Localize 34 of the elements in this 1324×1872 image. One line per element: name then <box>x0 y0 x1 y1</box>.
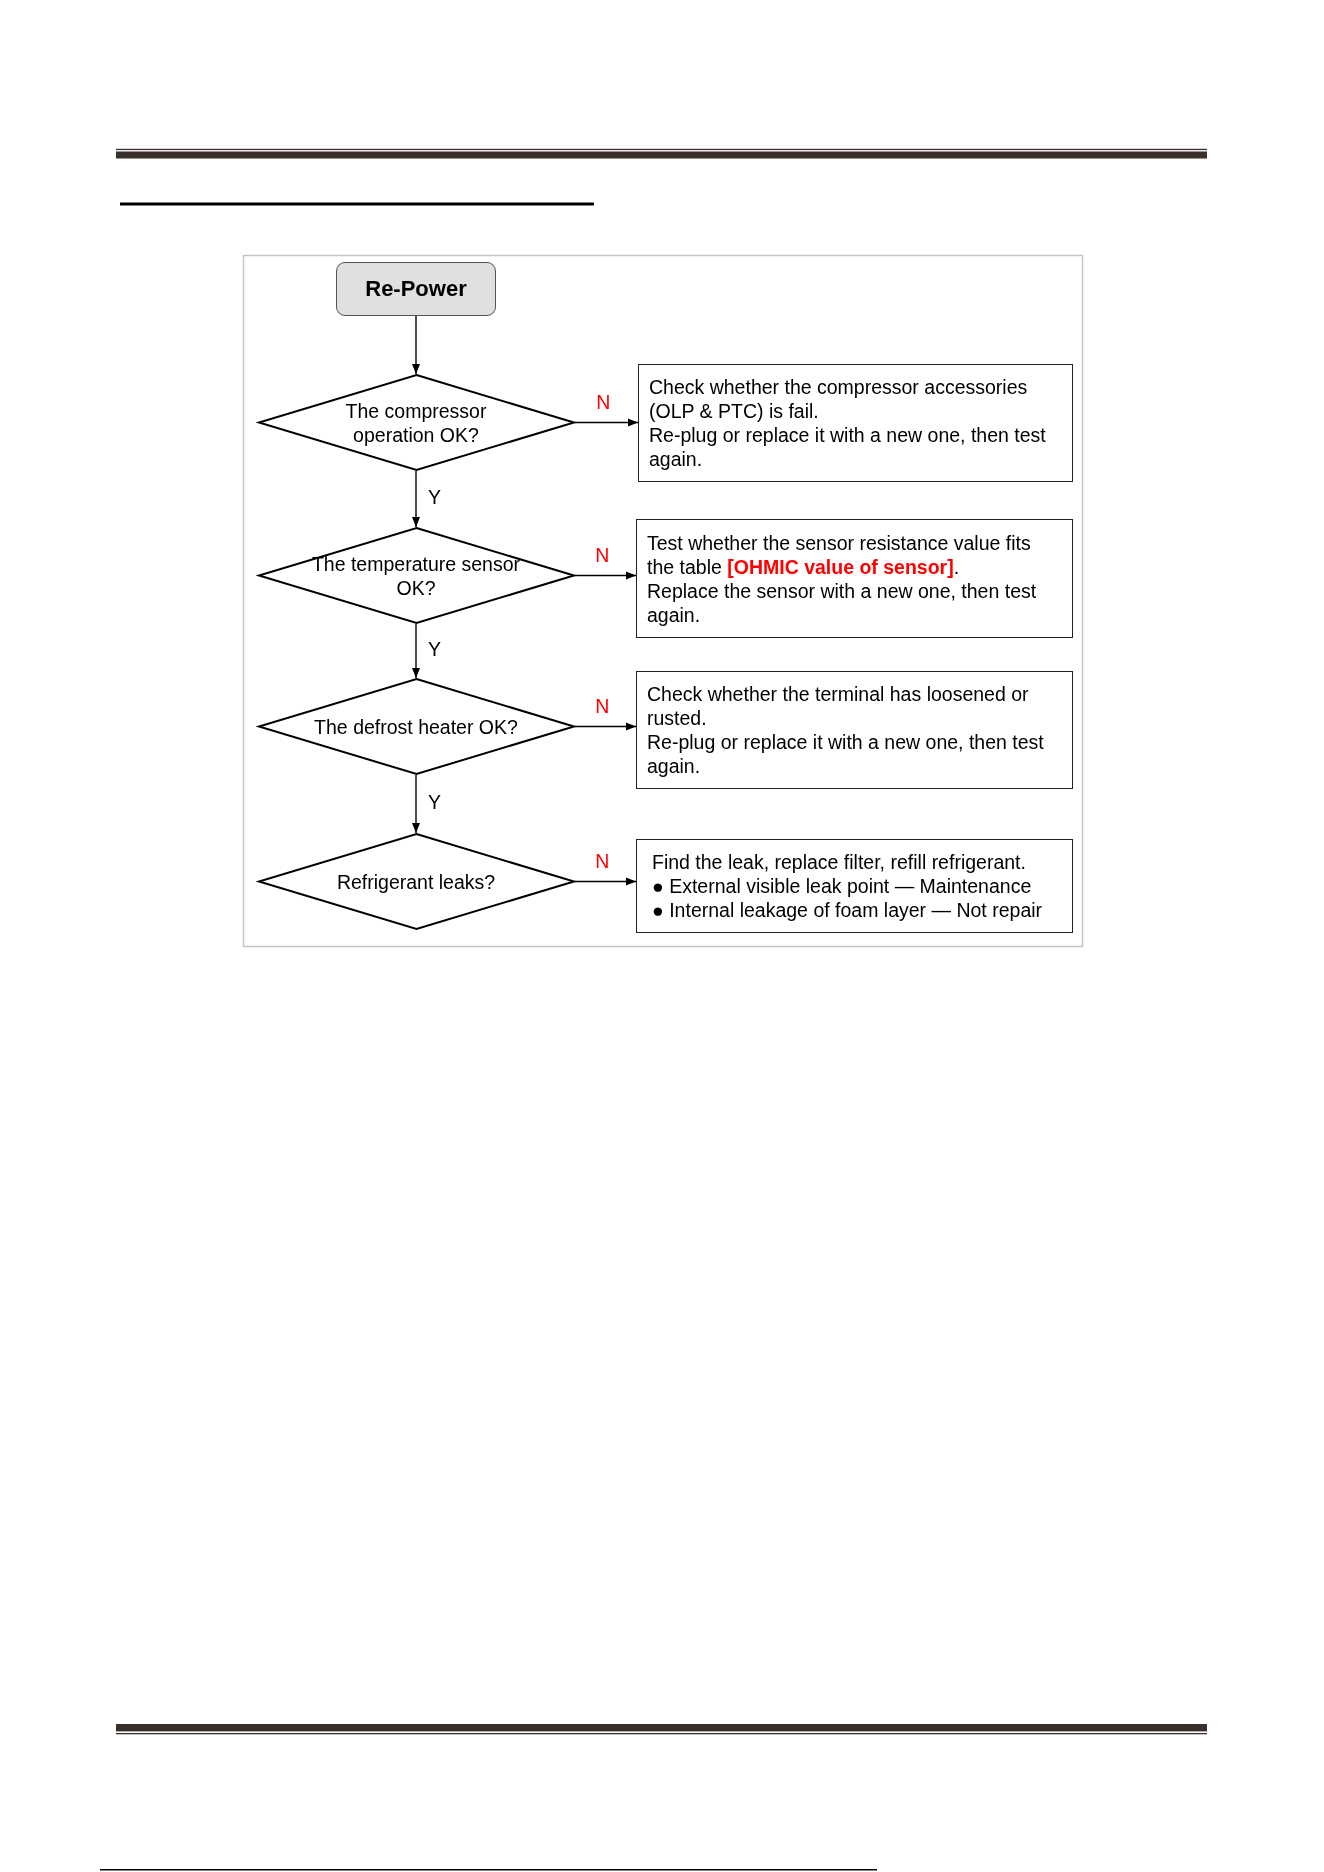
edge-label: N <box>595 543 610 566</box>
start-label: Re-Power <box>365 276 467 302</box>
decision-diamond <box>257 833 575 930</box>
decision-diamond <box>257 678 575 775</box>
decision-diamond <box>257 527 575 624</box>
edge-label: Y <box>428 486 441 508</box>
start-box <box>336 262 496 316</box>
edge-label: N <box>595 849 610 872</box>
arrow <box>412 774 420 834</box>
question-text: The defrost heater OK? <box>314 714 518 739</box>
instruction-text: Find the leak, replace filter, refill refrigerant. <box>652 850 1027 874</box>
question-text: Refrigerant leaks? <box>336 869 496 894</box>
edge-label: Y <box>428 638 441 660</box>
edge-label: N <box>595 694 610 717</box>
instruction-text: Re-plug or replace it with a new one, then test again. <box>649 423 1047 471</box>
instruction-text: Check whether the compressor accessories (OLP & PTC) is fail. <box>649 375 1029 423</box>
instruction-text: ● External visible leak point — Maintenance <box>652 874 1033 898</box>
edge-label: N <box>596 390 611 413</box>
arrow <box>412 623 420 679</box>
arrow <box>412 470 420 528</box>
instruction-text: ● Internal leakage of foam layer — Not repair <box>652 898 1044 922</box>
instruction-text: Re-plug or replace it with a new one, then test again. <box>647 730 1045 778</box>
instruction-text: Replace the sensor with a new one, then test again. <box>647 578 1038 627</box>
instruction-text: Check whether the terminal has loosened or rusted. <box>647 682 1030 730</box>
action-box <box>636 519 1073 638</box>
instruction-text: Test whether the sensor resistance value fits the table [OHMIC value of sensor]. <box>647 530 1032 579</box>
question-text: The temperature sensor OK? <box>310 551 522 600</box>
question-text: The compressor operation OK? <box>344 398 488 447</box>
action-box <box>636 671 1073 789</box>
decision-diamond <box>257 374 575 471</box>
arrow <box>412 315 420 375</box>
action-box <box>636 839 1073 933</box>
edge-label: Y <box>428 791 441 813</box>
action-box <box>638 364 1073 482</box>
